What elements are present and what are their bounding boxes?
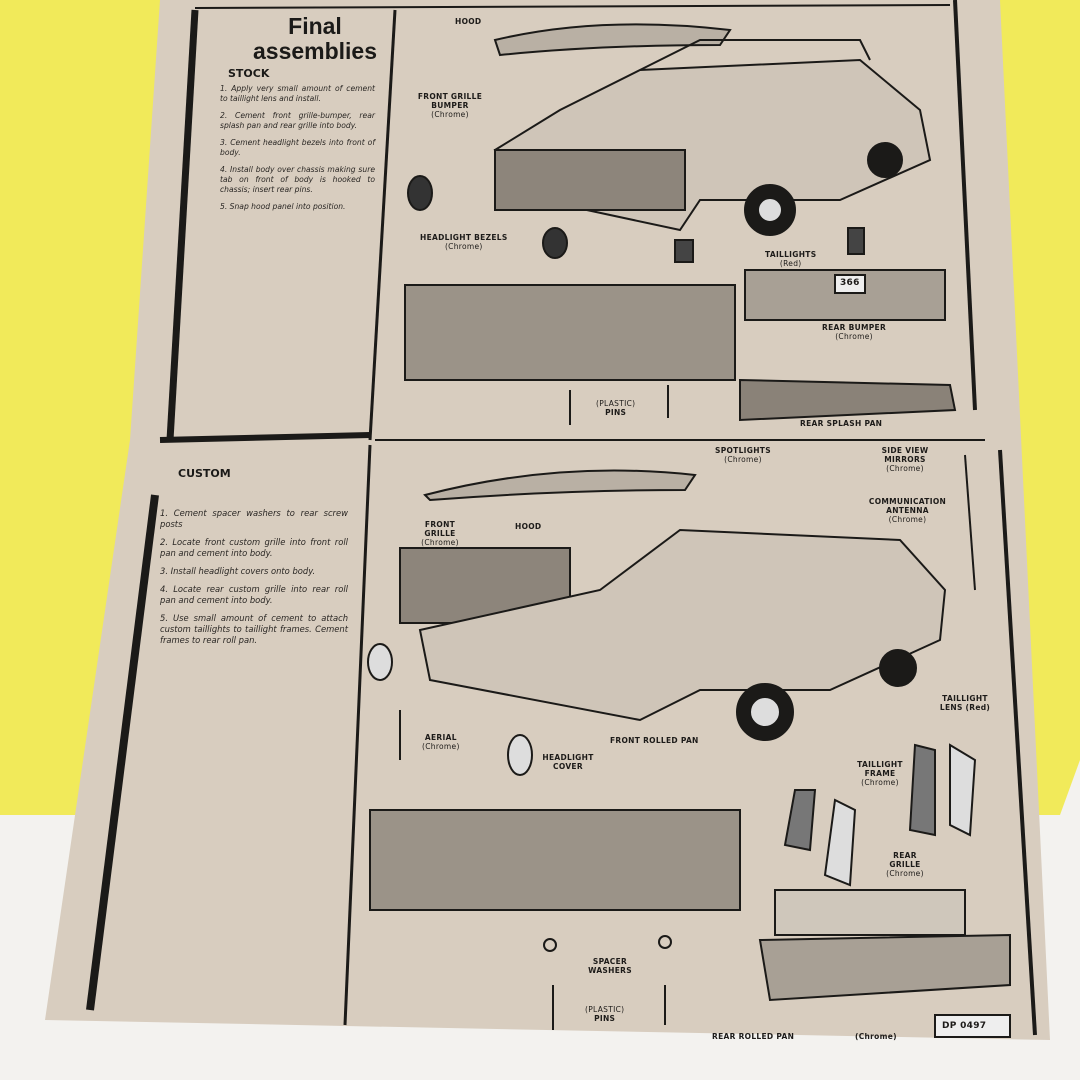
- stock-heading: STOCK: [228, 67, 270, 80]
- custom-step: 3. Install headlight covers onto body.: [160, 566, 316, 576]
- stock-step: 1. Apply very small amount of cement to …: [220, 84, 375, 103]
- label-rear-rolled-pan-chrome: (Chrome): [855, 1032, 897, 1041]
- page-title: Final assemblies: [240, 14, 390, 64]
- label-communication-antenna: COMMUNICATION ANTENNA(Chrome): [868, 497, 947, 524]
- label-rear-bumper: REAR BUMPER(Chrome): [822, 323, 887, 341]
- title-line-2: assemblies: [252, 38, 378, 64]
- label-headlight-cover: HEADLIGHT COVER: [542, 753, 594, 771]
- custom-car-illustration: [367, 454, 1011, 1038]
- stock-step: 4. Install body over chassis making sure…: [220, 165, 375, 194]
- label-spotlights: SPOTLIGHTS(Chrome): [715, 446, 771, 464]
- label-headlight-bezels: HEADLIGHT BEZELS(Chrome): [420, 233, 508, 251]
- label-rear-splash-pan: REAR SPLASH PAN: [800, 419, 883, 428]
- custom-step: 4. Locate rear custom grille into rear r…: [160, 584, 348, 605]
- title-line-1: Final: [288, 13, 342, 39]
- label-front-grille-bumper: FRONT GRILLE BUMPER(Chrome): [417, 92, 483, 119]
- label-front-grille: FRONT GRILLE(Chrome): [421, 520, 459, 547]
- label-rear-grille: REAR GRILLE(Chrome): [886, 851, 924, 878]
- stock-steps: 1. Apply very small amount of cement to …: [220, 84, 375, 219]
- custom-step: 1. Cement spacer washers to rear screw p…: [160, 508, 348, 529]
- label-taillights: TAILLIGHTS(Red): [765, 250, 817, 268]
- stock-car-illustration: [404, 23, 957, 425]
- label-front-rolled-pan: FRONT ROLLED PAN: [610, 736, 699, 745]
- instruction-sheet: [45, 0, 1050, 1040]
- custom-step: 5. Use small amount of cement to attach …: [160, 613, 348, 645]
- stock-step: 5. Snap hood panel into position.: [220, 202, 346, 211]
- label-spacer-washers: SPACER WASHERS: [588, 957, 632, 975]
- label-side-view-mirrors: SIDE VIEW MIRRORS(Chrome): [881, 446, 929, 473]
- label-rear-rolled-pan: REAR ROLLED PAN: [712, 1032, 795, 1041]
- label-custom-hood: HOOD: [515, 522, 542, 531]
- label-plastic-pins: (PLASTIC)PINS: [596, 399, 636, 417]
- label-aerial: AERIAL(Chrome): [422, 733, 460, 751]
- label-taillight-frame: TAILLIGHT FRAME(Chrome): [857, 760, 903, 787]
- custom-step: 2. Locate front custom grille into front…: [160, 537, 348, 558]
- stock-step: 2. Cement front grille-bumper, rear spla…: [220, 111, 375, 130]
- stock-step: 3. Cement headlight bezels into front of…: [220, 138, 375, 157]
- custom-heading: CUSTOM: [178, 467, 231, 480]
- custom-steps: 1. Cement spacer washers to rear screw p…: [160, 508, 348, 653]
- label-custom-plastic-pins: (PLASTIC)PINS: [585, 1005, 625, 1023]
- label-hood: HOOD: [455, 17, 482, 26]
- panel-frames: [86, 0, 1037, 1036]
- custom-license-plate-text: DP 0497: [942, 1021, 987, 1031]
- label-taillight-lens: TAILLIGHT LENS (Red): [939, 694, 991, 712]
- license-plate-text: 366: [840, 278, 860, 288]
